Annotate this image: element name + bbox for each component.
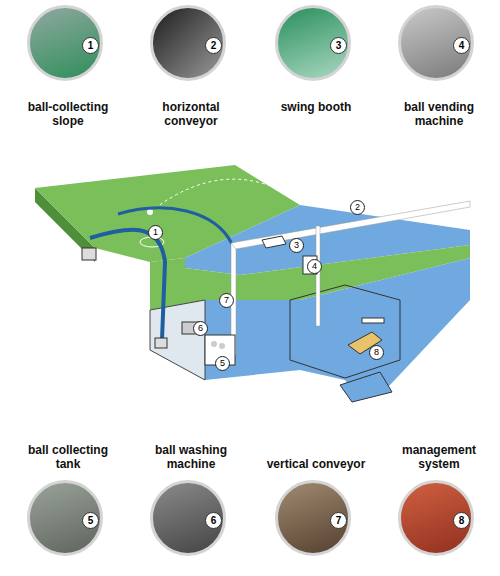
part-caption: horizontal conveyor [141, 100, 241, 128]
callout-number: 4 [307, 259, 322, 274]
callout-number: 3 [330, 37, 347, 54]
callout-number: 7 [330, 512, 347, 529]
callout-number: 1 [82, 37, 99, 54]
callout-number: 4 [453, 37, 470, 54]
photo-circle: 7vertical conveyor [275, 480, 351, 556]
collecting-pipe [90, 230, 165, 340]
photo-circle: 2horizontal conveyor [150, 5, 226, 81]
callout-number: 7 [219, 293, 234, 308]
callout-number: 2 [350, 200, 365, 215]
callout-number: 6 [205, 512, 222, 529]
ball [219, 343, 225, 349]
part-caption: ball-collecting slope [18, 100, 118, 128]
ball [147, 209, 153, 215]
building-outline [290, 285, 400, 378]
photo-circle: 6ball washing machine [150, 480, 226, 556]
part-caption: ball collecting tank [18, 443, 118, 471]
callout-number: 5 [215, 356, 230, 371]
collecting-pipe [118, 208, 232, 244]
pit-wall [150, 300, 205, 380]
counter-sign [362, 318, 384, 323]
ball [211, 341, 217, 347]
part-caption: ball washing machine [141, 443, 241, 471]
callout-number: 3 [289, 238, 304, 253]
photo-circle: 4ball vending machine [398, 5, 474, 81]
photo-circle: 1ball-collecting slope [27, 5, 103, 81]
callout-number: 6 [193, 321, 208, 336]
callout-number: 1 [148, 225, 163, 240]
photo-circle: 3swing booth [275, 5, 351, 81]
callout-number: 8 [453, 512, 470, 529]
lower-floor [205, 258, 470, 400]
swing-mat [262, 236, 286, 248]
ramp [340, 372, 392, 402]
collector-box [82, 248, 96, 260]
photo-circle: 8management system [398, 480, 474, 556]
part-caption: vertical conveyor [266, 457, 366, 471]
ball-trajectory [150, 179, 305, 212]
collector-box [155, 338, 167, 348]
callout-number: 8 [369, 345, 384, 360]
photo-circle: 5ball collecting tank [27, 480, 103, 556]
horizontal-conveyor [231, 201, 470, 249]
part-caption: management system [389, 443, 489, 471]
callout-number: 2 [205, 37, 222, 54]
part-caption: ball vending machine [389, 100, 489, 128]
part-caption: swing booth [266, 100, 366, 114]
callout-number: 5 [82, 512, 99, 529]
feed-pipe [316, 226, 320, 326]
